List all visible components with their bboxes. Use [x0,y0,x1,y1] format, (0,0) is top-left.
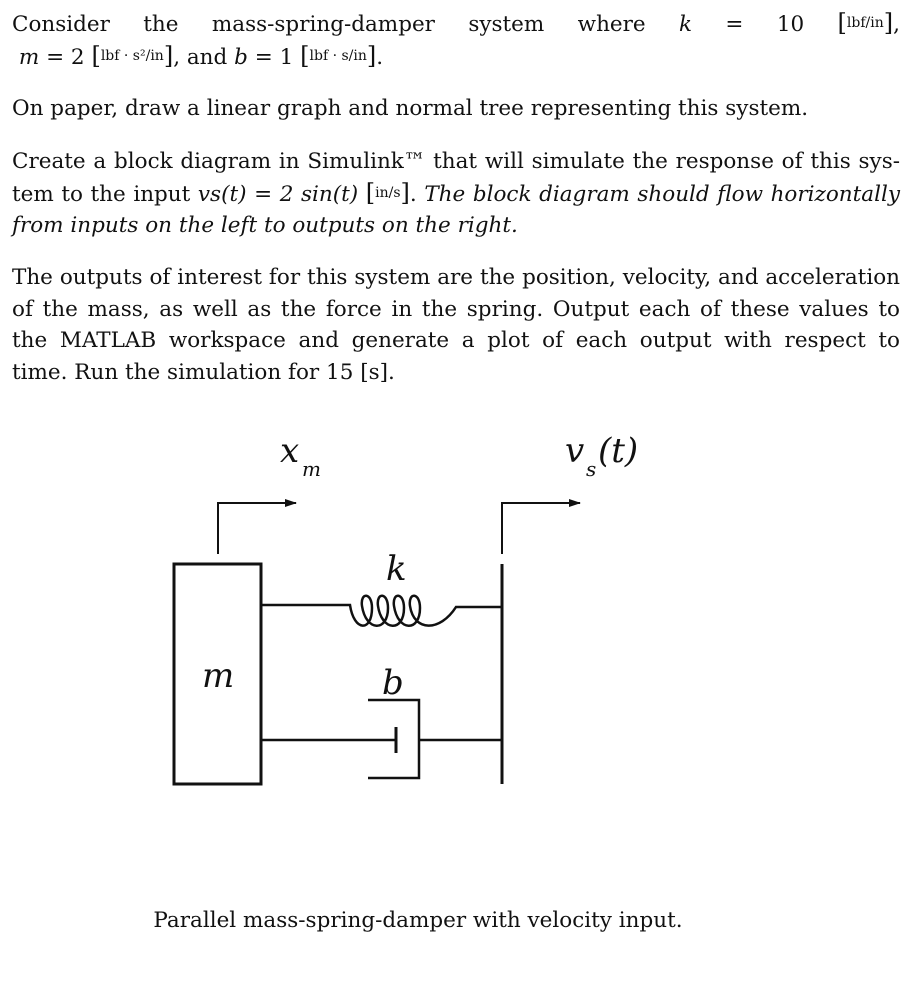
spring-element [261,594,502,627]
input-expression: vs(t) = 2 sin(t) [197,181,359,207]
input-unit: in/s [375,184,401,201]
b-unit: lbf · s/in [309,47,367,64]
equals-sign: = [725,12,744,37]
m-symbol: m [18,44,40,70]
figure-caption: Parallel mass-spring-damper with velocit… [153,908,683,933]
m-value: 2 [70,44,85,70]
b-value: 1 [279,44,294,70]
k-unit: lbf/in [846,15,884,31]
mass-block [172,562,263,786]
intro-text: Consider the mass-spring-damper system w… [12,12,646,37]
outputs-line-2: of the mass, as well as the force in the… [12,296,900,322]
outputs-line-4: time. Run the simulation for 15 [s]. [12,359,395,385]
k-symbol: k [679,12,693,37]
input-argument: (t) [598,431,638,471]
block-diagram-instruction: Create a block diagram in Simulink™ that… [12,146,900,242]
input-subscript: s [586,457,596,481]
k-value: 10 [776,12,805,37]
outputs-instruction: The outputs of interest for this system … [12,262,900,388]
spring-label: k [386,549,407,589]
input-arrow [501,499,581,554]
mass-spring-damper-diagram: x m v s (t) m k b [172,431,638,786]
position-arrow [217,499,297,554]
damper-label: b [382,663,404,703]
problem-intro: Consider the mass-spring-damper system w… [12,9,900,70]
mass-label: m [202,656,234,696]
input-label: v [565,431,584,471]
block-line-2-pre: tem to the input [12,181,191,207]
b-symbol: b [234,44,248,70]
position-subscript: m [302,457,321,481]
block-line-2-emph: The block diagram should flow horizontal… [424,181,900,207]
draw-instruction: On paper, draw a linear graph and normal… [12,96,809,121]
and-text: , and [173,44,228,70]
m-unit: lbf · s²/in [100,47,164,64]
position-label: x [280,431,299,471]
block-line-3: from inputs on the left to outputs on th… [12,213,518,238]
outputs-line-1: The outputs of interest for this system … [12,265,900,290]
block-line-1: Create a block diagram in Simulink™ that… [12,149,900,174]
outputs-line-3: the MATLAB workspace and generate a plot… [12,328,900,353]
